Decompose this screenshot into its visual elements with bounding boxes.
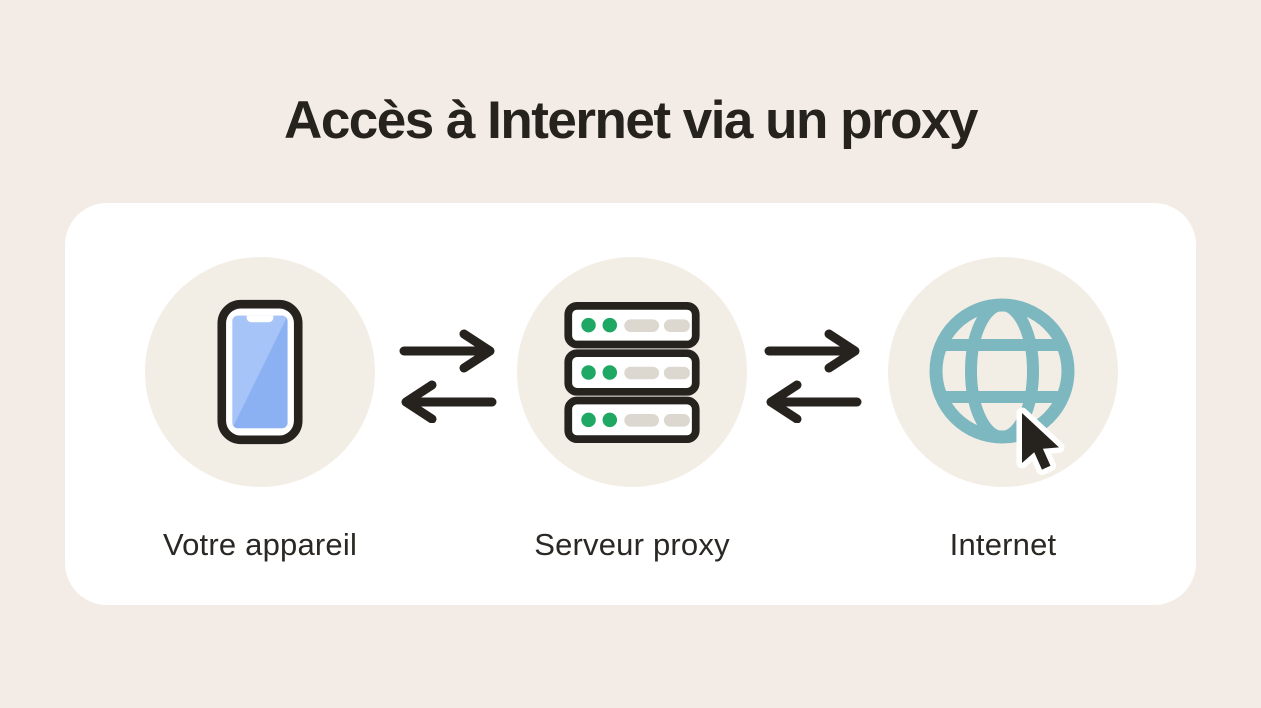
arrow-pair (764, 329, 862, 423)
node-label-device: Votre appareil (162, 527, 358, 562)
node-label-internet: Internet (949, 527, 1057, 562)
smartphone-icon (217, 299, 303, 445)
arrow-left-icon (401, 380, 497, 423)
server-icon (564, 301, 700, 443)
server-unit (564, 348, 700, 396)
arrow-left-icon (766, 380, 862, 423)
page-title: Accès à Internet via un proxy (284, 91, 978, 150)
arrow-right-icon (399, 329, 495, 373)
cursor-icon (1016, 407, 1065, 476)
arrow-right-icon (764, 329, 860, 373)
arrow-pair (399, 329, 497, 423)
server-unit (564, 396, 700, 443)
device-circle (145, 257, 375, 487)
internet-circle (888, 257, 1118, 487)
proxy-circle (517, 257, 747, 487)
globe-icon (929, 298, 1075, 444)
globe-cursor-icon (929, 298, 1075, 476)
node-label-proxy: Serveur proxy (534, 527, 730, 562)
server-unit (564, 301, 700, 348)
